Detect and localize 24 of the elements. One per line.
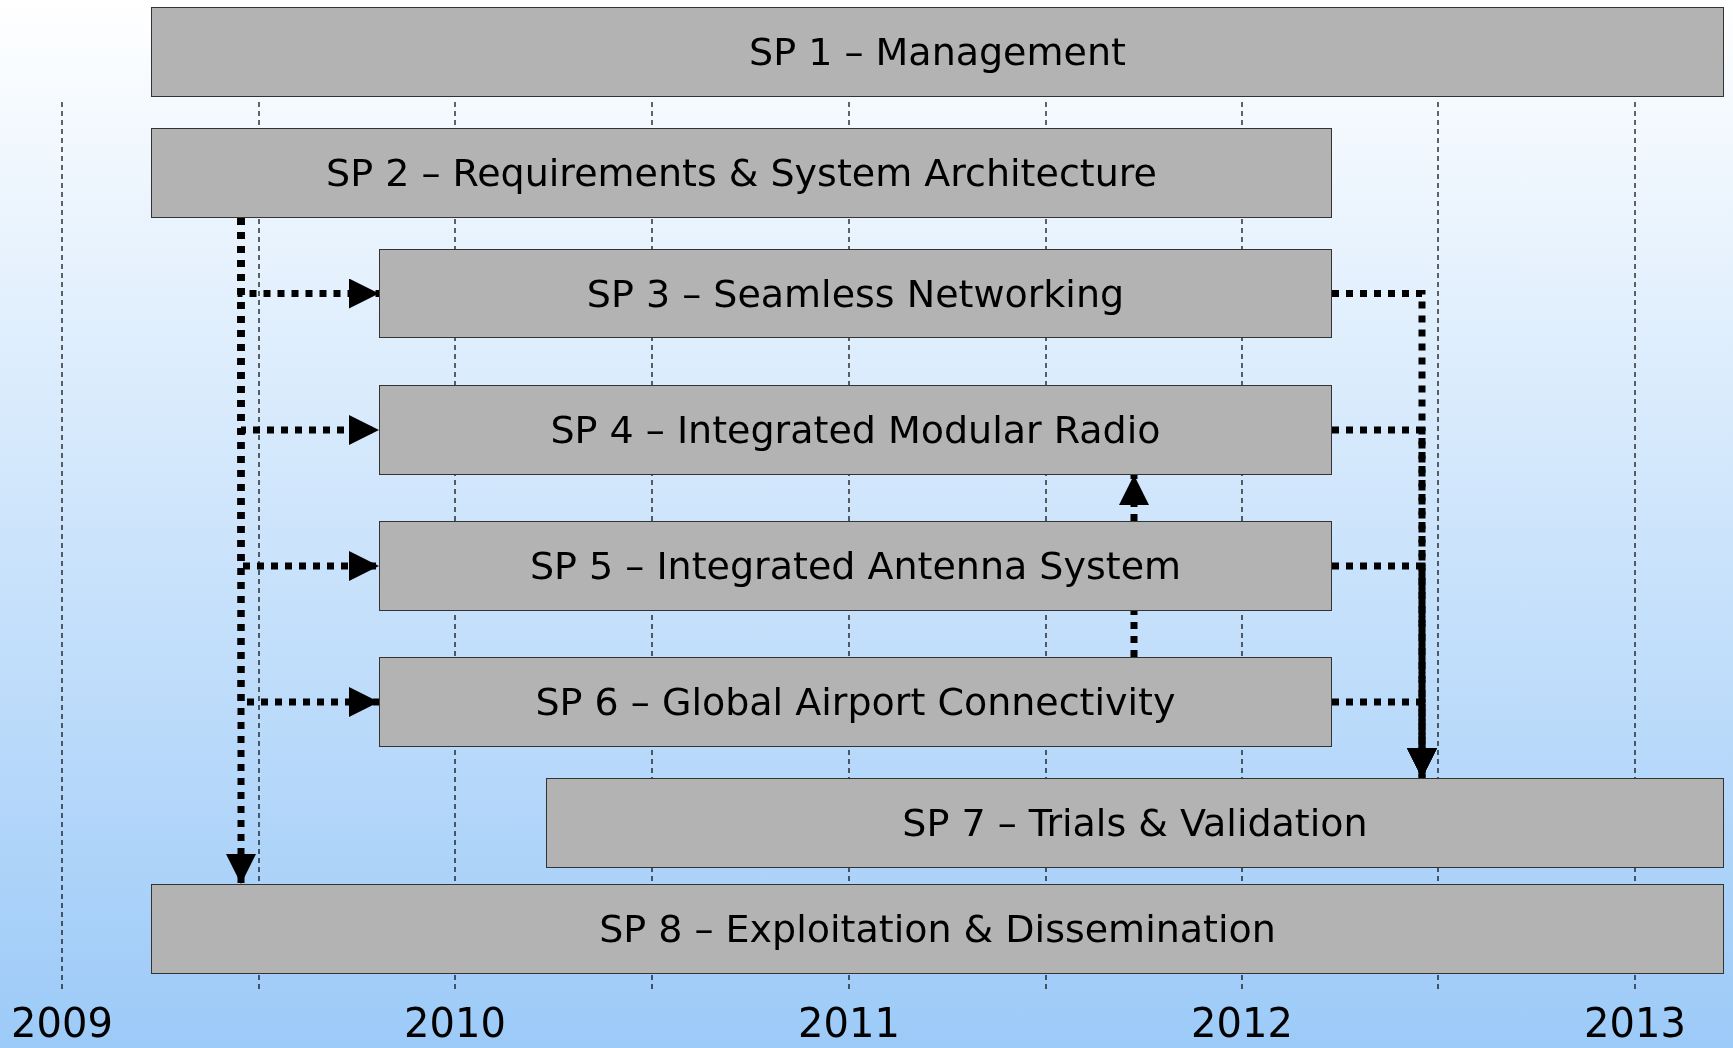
year-label: 2011 [798,1000,900,1046]
year-label: 2010 [404,1000,506,1046]
bar-label: SP 7 – Trials & Validation [902,801,1368,845]
process-bar [151,128,1332,218]
process-bar [151,7,1724,97]
bar-label: SP 4 – Integrated Modular Radio [550,408,1161,452]
bar-label: SP 5 – Integrated Antenna System [529,544,1182,588]
year-label: 2009 [11,1000,113,1046]
arrow [1119,475,1149,521]
bar-label: SP 6 – Global Airport Connectivity [535,680,1176,724]
year-label: 2013 [1584,1000,1686,1046]
process-bar [546,778,1724,868]
process-bar [379,385,1332,475]
arrow [237,218,379,717]
process-bar [379,521,1332,611]
process-bar [151,884,1724,974]
process-bar [379,249,1332,338]
process-bar [379,657,1332,747]
bar-label: SP 8 – Exploitation & Dissemination [599,907,1276,951]
bar-label: SP 1 – Management [749,30,1126,74]
year-label: 2012 [1191,1000,1293,1046]
bar-label: SP 2 – Requirements & System Architecture [326,151,1157,195]
arrow [1332,698,1437,778]
bar-label: SP 3 – Seamless Networking [586,271,1125,316]
